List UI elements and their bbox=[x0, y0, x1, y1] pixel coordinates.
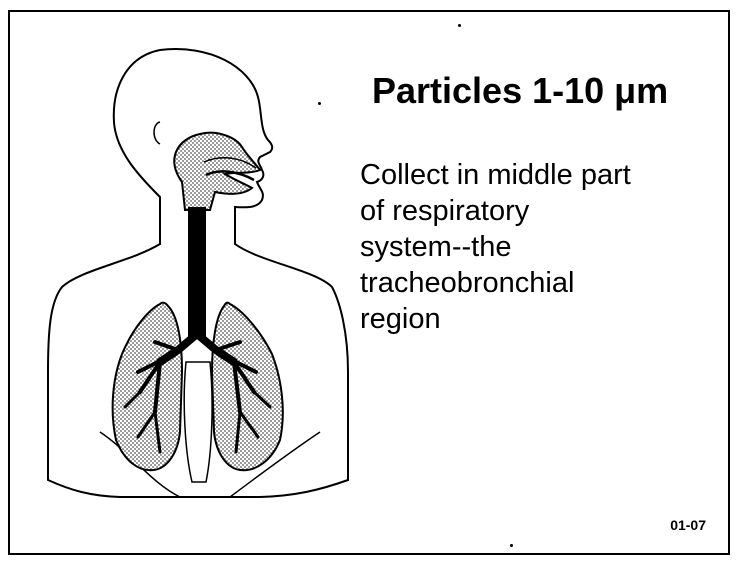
body-line: region bbox=[360, 301, 720, 337]
body-line: system--the bbox=[360, 229, 720, 265]
respiratory-system-illustration bbox=[10, 12, 370, 552]
scan-speck bbox=[458, 24, 461, 27]
body-line: of respiratory bbox=[360, 193, 720, 229]
slide-frame: Particles 1-10 μm Collect in middle part… bbox=[8, 10, 730, 555]
slide-code: 01-07 bbox=[670, 517, 706, 533]
slide-body-text: Collect in middle part of respiratory sy… bbox=[360, 157, 720, 337]
scan-speck bbox=[510, 544, 513, 547]
body-line: Collect in middle part bbox=[360, 157, 720, 193]
heart-space bbox=[184, 362, 212, 482]
scan-speck bbox=[318, 102, 321, 105]
slide-title: Particles 1-10 μm bbox=[372, 70, 668, 112]
body-line: tracheobronchial bbox=[360, 265, 720, 301]
trachea bbox=[188, 207, 206, 337]
